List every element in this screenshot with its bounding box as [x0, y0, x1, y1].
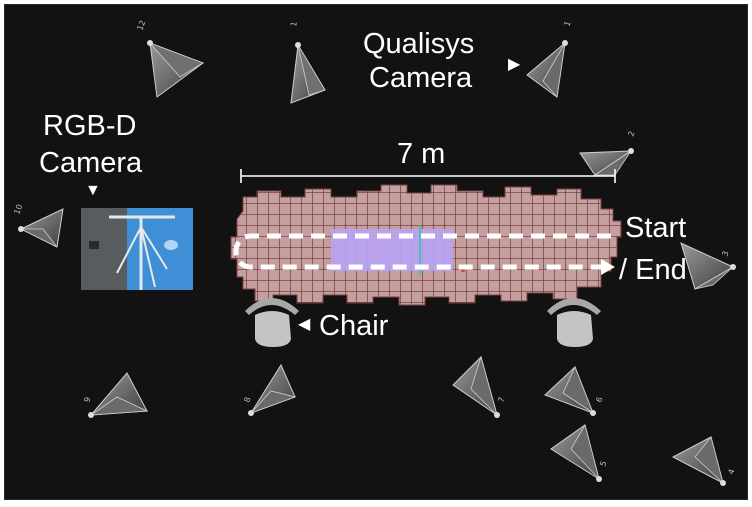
- camera-number: 10: [12, 203, 24, 216]
- mocap-camera-8: 7: [452, 355, 507, 418]
- walking-path: [233, 233, 615, 275]
- qualisys-pointer-icon: ▶: [508, 56, 521, 73]
- chair-icon-left: [245, 298, 299, 347]
- mocap-camera-2: 1: [526, 20, 573, 98]
- scene-graphics: 12 1 1 2 3 4: [12, 19, 737, 486]
- end-label: / End: [619, 254, 687, 286]
- capture-volume-diagram: 12 1 1 2 3 4: [4, 4, 748, 500]
- chair-label: Chair: [319, 310, 389, 342]
- camera-number: 7: [496, 396, 506, 404]
- camera-number: 5: [598, 460, 608, 468]
- mocap-camera-4: 3: [680, 242, 736, 290]
- mocap-camera-12: 12: [135, 19, 205, 98]
- camera-number: 12: [135, 19, 147, 32]
- path-arrowhead-icon: [601, 259, 615, 275]
- chair-pointer-icon: ◀: [298, 316, 311, 333]
- camera-number: 6: [594, 396, 604, 404]
- qualisys-label-line1: Qualisys: [363, 28, 475, 60]
- camera-number: 9: [82, 396, 92, 404]
- mocap-camera-5: 4: [671, 436, 737, 486]
- start-label: Start: [625, 212, 687, 244]
- camera-number: 1: [562, 20, 572, 28]
- mocap-camera-3: 2: [579, 130, 637, 176]
- walking-track: [230, 184, 622, 306]
- camera-number: 8: [242, 396, 252, 404]
- rgbd-pointer-icon: ▼: [85, 182, 101, 199]
- qualisys-label-line2: Camera: [369, 62, 473, 94]
- mocap-camera-9: 8: [242, 363, 297, 416]
- distance-label: 7 m: [397, 138, 446, 170]
- camera-number: 4: [726, 468, 736, 476]
- chair-icon-right: [547, 298, 601, 347]
- rgbd-label-line1: RGB-D: [43, 110, 137, 142]
- rgbd-camera-photo: [81, 208, 193, 290]
- camera-number: 2: [626, 130, 636, 138]
- distance-scale: [240, 169, 616, 183]
- camera-number: 1: [289, 21, 299, 28]
- rgbd-label-line2: Camera: [39, 147, 143, 179]
- camera-number: 3: [720, 250, 730, 258]
- mocap-camera-1: 1: [289, 21, 326, 104]
- mocap-camera-10: 9: [82, 372, 149, 418]
- mocap-camera-11: 10: [12, 203, 64, 248]
- mocap-camera-6: 5: [550, 423, 609, 482]
- mocap-camera-7: 6: [544, 365, 605, 416]
